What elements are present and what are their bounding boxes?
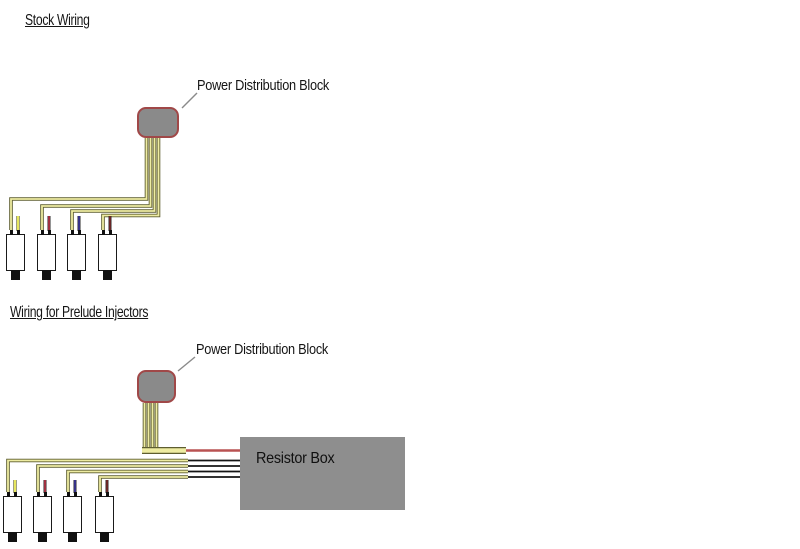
stock-feed-wire-4-core xyxy=(102,138,160,230)
injector-bottom-4 xyxy=(95,492,114,542)
injector-top-3 xyxy=(67,230,86,280)
injector-nozzle xyxy=(8,532,17,542)
stock-signal-wires xyxy=(16,216,112,231)
injector-nozzle xyxy=(11,270,20,280)
prelude-inj-wire-3-core xyxy=(67,470,188,492)
section-title-stock-wiring: Stock Wiring xyxy=(25,12,90,29)
prelude-inj-wire-4-outline xyxy=(98,475,188,492)
injector-pin-left xyxy=(37,492,40,497)
prelude-block-feed-wires xyxy=(142,403,186,454)
injector-nozzle xyxy=(68,532,77,542)
injector-top-2 xyxy=(37,230,56,280)
stock-label-pointer-line xyxy=(181,92,198,109)
injector-pin-right xyxy=(78,230,81,235)
resistor-output-wires-black xyxy=(188,459,240,478)
injector-bottom-3 xyxy=(63,492,82,542)
injector-nozzle xyxy=(100,532,109,542)
injector-pin-right xyxy=(17,230,20,235)
stock-feed-wire-1-core xyxy=(10,138,148,230)
injector-pin-left xyxy=(102,230,105,235)
injector-pin-left xyxy=(99,492,102,497)
prelude-inj-wire-3-outline xyxy=(66,469,188,492)
prelude-injector-feed-wires xyxy=(6,458,188,492)
injector-nozzle xyxy=(72,270,81,280)
prelude-inj-wire-4-core xyxy=(99,476,188,492)
injector-nozzle xyxy=(42,270,51,280)
stock-feed-wire-3-core xyxy=(71,138,156,230)
prelude-signal-wires xyxy=(13,480,109,493)
injector-pin-right xyxy=(106,492,109,497)
resistor-box: Resistor Box xyxy=(240,437,405,510)
resistor-box-label: Resistor Box xyxy=(256,450,335,467)
injector-pin-right xyxy=(44,492,47,497)
power-distribution-block-label-top: Power Distribution Block xyxy=(197,77,330,94)
stock-feed-wires xyxy=(9,138,161,230)
injector-bottom-1 xyxy=(3,492,22,542)
injector-nozzle xyxy=(38,532,47,542)
injector-pin-left xyxy=(7,492,10,497)
power-distribution-block-top xyxy=(137,107,179,138)
injector-pin-right xyxy=(109,230,112,235)
injector-pin-right xyxy=(74,492,77,497)
injector-pin-left xyxy=(10,230,13,235)
injector-top-4 xyxy=(98,230,117,280)
prelude-label-pointer-line xyxy=(177,356,196,372)
prelude-inj-wire-1-core xyxy=(7,459,188,492)
injector-pin-left xyxy=(41,230,44,235)
injector-bottom-2 xyxy=(33,492,52,542)
injector-pin-left xyxy=(71,230,74,235)
prelude-inj-wire-2-core xyxy=(37,465,188,492)
injector-pin-left xyxy=(67,492,70,497)
power-distribution-block-label-bottom: Power Distribution Block xyxy=(196,341,329,358)
injector-pin-right xyxy=(14,492,17,497)
injector-pin-right xyxy=(48,230,51,235)
power-distribution-block-bottom xyxy=(137,370,176,403)
injector-top-1 xyxy=(6,230,25,280)
injector-nozzle xyxy=(103,270,112,280)
stock-feed-wire-2-core xyxy=(41,138,152,230)
section-title-prelude-wiring: Wiring for Prelude Injectors xyxy=(10,304,149,321)
